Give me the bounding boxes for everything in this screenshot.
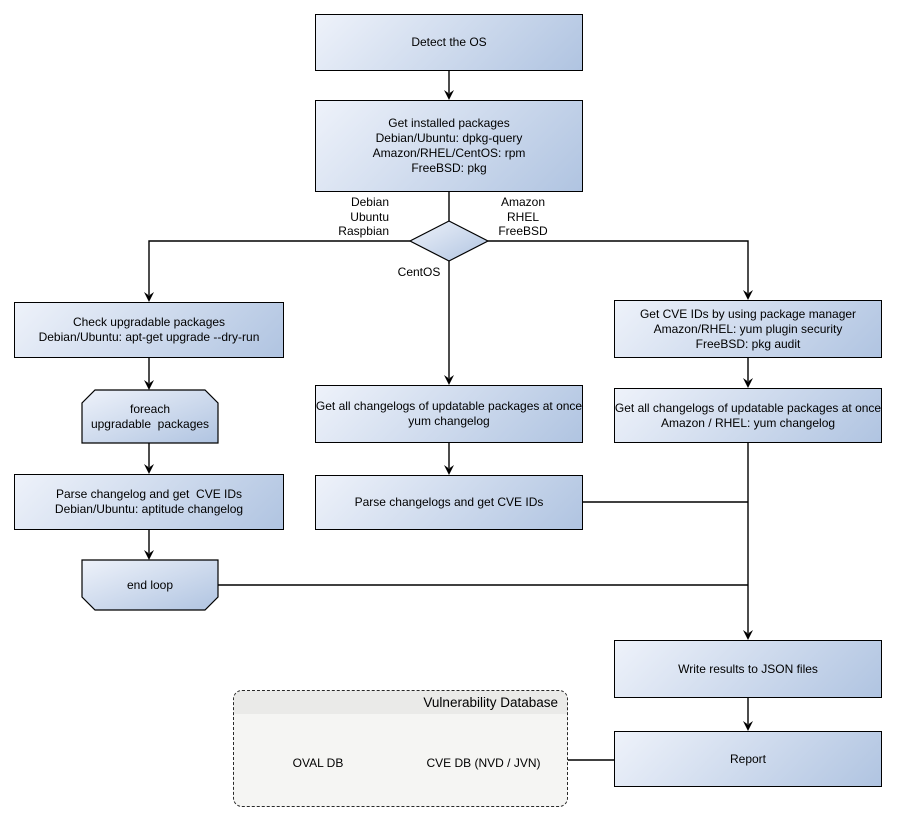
decision-os-diamond [408, 220, 490, 262]
node-text-line: Ubuntu [350, 209, 389, 224]
node-text-line: Write results to JSON files [678, 661, 818, 676]
node-text-line: Amazon/RHEL: yum plugin security [653, 321, 843, 336]
connector-decision-to-get-cve [488, 240, 749, 293]
arrowhead [743, 290, 753, 300]
arrowhead [444, 90, 454, 100]
node-get-changelogs-centos: Get all changelogs of updatable packages… [315, 385, 583, 443]
arrowhead [444, 465, 454, 475]
node-text-line: FreeBSD: pkg [411, 161, 487, 175]
node-text-line: Report [729, 751, 767, 766]
node-text-line: Get all changelogs of updatable packages… [315, 399, 583, 413]
node-text-line: Get installed packages [388, 116, 510, 130]
shape-end-loop [81, 559, 219, 611]
arrowhead [444, 375, 454, 385]
node-write-results-json: Write results to JSON files [614, 640, 882, 698]
arrowhead [144, 550, 154, 560]
connector-decision-to-check-upgradable [148, 240, 410, 295]
arrowhead [743, 630, 753, 640]
node-report: Report [614, 731, 882, 787]
node-get-changelogs-rhel: Get all changelogs of updatable packages… [614, 388, 882, 443]
node-text-line: Get CVE IDs by using package manager [639, 306, 857, 321]
node-text-line: Parse changelog and get CVE IDs [55, 487, 243, 501]
arrowhead [144, 464, 154, 474]
node-text-line: yum changelog [408, 414, 490, 428]
node-text-line: Get all changelogs of updatable packages… [614, 400, 882, 415]
arrowhead [743, 721, 753, 731]
node-text-line: Parse changelogs and get CVE IDs [354, 495, 544, 509]
arrowhead [144, 292, 154, 302]
vulnerability-database-header: Vulnerability Database [234, 691, 567, 714]
node-end-loop-label: end loop [82, 560, 218, 610]
node-parse-changelogs-centos: Parse changelogs and get CVE IDs [315, 475, 583, 530]
node-text-line: upgradable packages [90, 416, 210, 431]
node-text-line: Raspbian [338, 224, 389, 238]
node-text-line: Check upgradable packages [72, 315, 226, 329]
node-text-line: FreeBSD [498, 224, 548, 238]
node-text-line: Debian/Ubuntu: aptitude changelog [54, 502, 244, 516]
node-text-line: Amazon / RHEL: yum changelog [660, 415, 836, 430]
node-text-line: RHEL [506, 209, 539, 224]
label-branch-centos: CentOS [369, 265, 469, 280]
arrowheads [144, 90, 753, 731]
node-text-line: FreeBSD: pkg audit [695, 336, 801, 351]
node-text-line: end loop [126, 577, 174, 592]
node-text-line: Amazon/RHEL/CentOS: rpm [372, 146, 526, 160]
node-text-line: Debian/Ubuntu: dpkg-query [375, 131, 523, 145]
cylinder-label-cve-db: CVE DB (NVD / JVN) [426, 755, 541, 770]
vulnerability-database-title: Vulnerability Database [423, 695, 558, 710]
node-text-line: Debian/Ubuntu: apt-get upgrade --dry-run [38, 330, 260, 344]
node-text-line: CentOS [397, 265, 441, 279]
node-text-line: Detect the OS [411, 35, 487, 49]
node-text-line: Debian [350, 195, 389, 209]
node-detect-os: Detect the OS [315, 14, 583, 71]
node-text-line: foreach [129, 401, 171, 416]
vulnerability-database-container: Vulnerability Database [233, 690, 568, 807]
cylinder-label-oval-db: OVAL DB [292, 755, 344, 770]
arrowhead [144, 380, 154, 390]
node-text-line: Amazon [500, 195, 546, 209]
shape-foreach-loop [81, 389, 219, 444]
arrowhead [743, 378, 753, 388]
